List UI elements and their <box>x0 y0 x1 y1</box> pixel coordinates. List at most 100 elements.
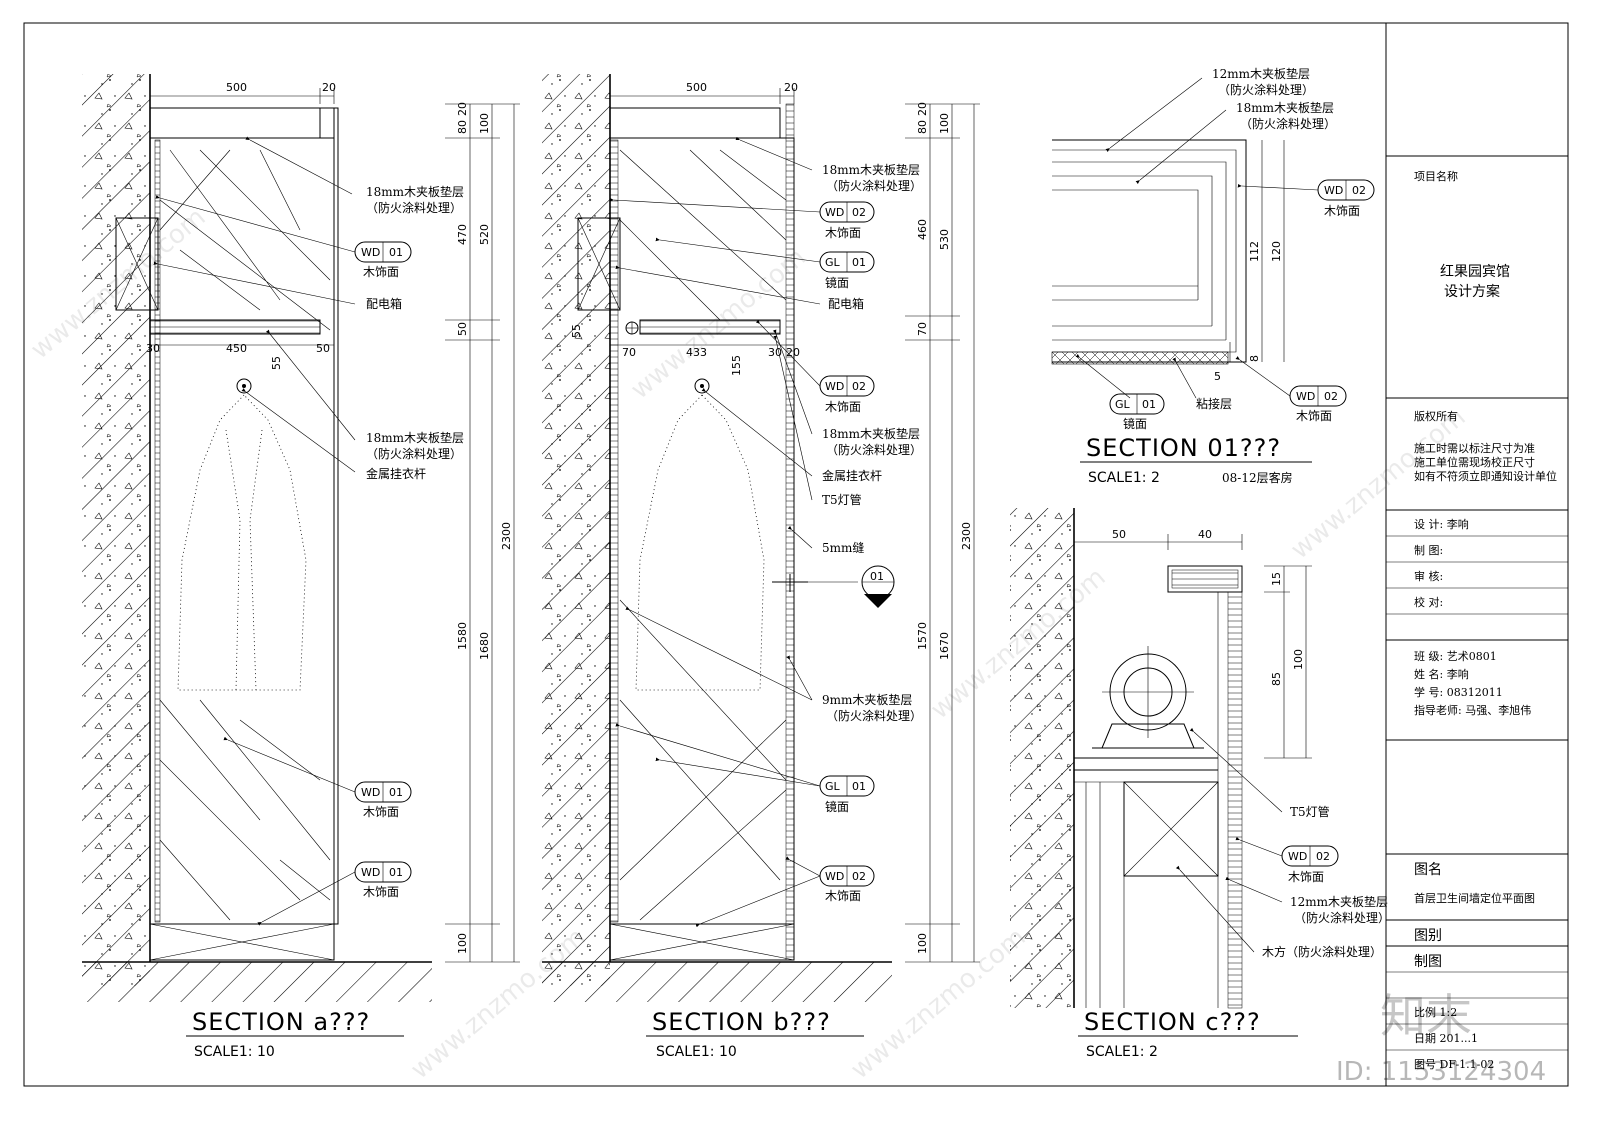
dim-s01-h3: 8 <box>1248 355 1261 362</box>
tag-b-1: WD 02 木饰面 <box>819 201 875 240</box>
tb-copyright: 版权所有 <box>1414 409 1458 423</box>
dim-a-r8: 1580 <box>456 622 469 650</box>
tb-project-label: 项目名称 <box>1414 169 1458 183</box>
svg-text:WD: WD <box>1324 184 1343 197</box>
dim-a-r6: 50 <box>456 322 469 336</box>
svg-text:WD: WD <box>825 870 844 883</box>
tag-s01-1: WD 02 木饰面 <box>1317 179 1375 218</box>
label-c-l2: 12mm木夹板垫层 <box>1290 894 1388 909</box>
section-a-title: SECTION a??? <box>192 1008 370 1036</box>
svg-text:02: 02 <box>1324 390 1338 403</box>
svg-text:01: 01 <box>852 780 866 793</box>
label-b-l5: T5灯管 <box>822 492 862 507</box>
title-block: 项目名称 红果园宾馆 设计方案 版权所有 施工时需以标注尺寸为准 施工单位需现场… <box>1386 155 1568 1071</box>
svg-text:镜面: 镜面 <box>1123 416 1147 431</box>
label-b-l1: 18mm木夹板垫层 <box>822 162 920 177</box>
dim-b-r2: 80 <box>916 120 929 134</box>
svg-text:WD: WD <box>1296 390 1315 403</box>
dim-a-r5: 520 <box>478 224 491 245</box>
tag-s01-3: WD 02 木饰面 <box>1289 385 1347 423</box>
tb-date: 日期 201...1 <box>1414 1032 1478 1045</box>
label-s01-l3: 粘接层 <box>1196 396 1232 411</box>
svg-text:WD: WD <box>825 380 844 393</box>
svg-text:01: 01 <box>1142 398 1156 411</box>
tag-b-4: GL 01 镜面 <box>819 775 875 814</box>
dim-b-r6: 70 <box>916 322 929 336</box>
dim-a-r3: 100 <box>478 113 491 134</box>
section-a-scale: SCALE1: 10 <box>194 1044 275 1060</box>
label-b-l1b: （防火涂料处理） <box>826 178 922 193</box>
tb-student-no: 学 号: 08312011 <box>1414 685 1503 699</box>
tb-drawing-no: 图号 DF-1.1-02 <box>1414 1058 1494 1071</box>
tb-proof: 校 对: <box>1414 595 1443 609</box>
section-c-scale: SCALE1: 2 <box>1086 1044 1158 1060</box>
section-01-scale: SCALE1: 2 <box>1088 470 1160 486</box>
tb-teacher: 指导老师: 马强、李旭伟 <box>1414 703 1531 717</box>
tb-drawing-name: 首层卫生间墙定位平面图 <box>1414 891 1535 905</box>
tag-a-3: WD 01 木饰面 <box>354 861 412 899</box>
svg-text:木饰面: 木饰面 <box>825 400 861 414</box>
svg-text:www.znzmo.com: www.znzmo.com <box>1285 402 1471 565</box>
tag-s01-2: GL 01 镜面 <box>1109 393 1165 431</box>
sheet-border <box>23 22 1569 1087</box>
label-b-l2: 配电箱 <box>828 296 864 311</box>
section-a: 500 20 30 450 50 55 20 80 100 470 520 50… <box>82 74 520 1060</box>
section-b-scale: SCALE1: 10 <box>656 1044 737 1060</box>
section-01: 112 120 8 5 12mm木夹板垫层 （防火涂料处理） 18mm木夹板垫层… <box>1051 66 1375 486</box>
svg-text:01: 01 <box>389 866 403 879</box>
tag-b-2: GL 01 镜面 <box>819 251 875 290</box>
svg-text:GL: GL <box>825 256 841 269</box>
tb-check: 审 核: <box>1414 569 1443 583</box>
dim-b-r5: 530 <box>938 229 951 250</box>
svg-text:www.znzmo.com: www.znzmo.com <box>845 922 1031 1085</box>
svg-text:WD: WD <box>361 786 380 799</box>
tb-class: 班 级: 艺术0801 <box>1414 650 1497 663</box>
coat-a <box>177 394 307 691</box>
tb-note2: 施工单位需现场校正尺寸 <box>1414 455 1535 469</box>
label-a-l4: 金属挂衣杆 <box>366 466 426 481</box>
dim-b-r4: 460 <box>916 219 929 240</box>
dim-b-r9: 1670 <box>938 632 951 660</box>
tb-project-name-1: 红果园宾馆 <box>1440 264 1510 280</box>
label-s01-l1b: （防火涂料处理） <box>1218 82 1314 97</box>
svg-text:木饰面: 木饰面 <box>1296 409 1332 423</box>
label-a-l3b: （防火涂料处理） <box>366 446 462 461</box>
svg-text:木饰面: 木饰面 <box>825 889 861 903</box>
svg-text:www.znzmo.com: www.znzmo.com <box>405 922 591 1085</box>
svg-text:GL: GL <box>1115 398 1131 411</box>
dim-b-r8: 1570 <box>916 622 929 650</box>
svg-text:01: 01 <box>852 256 866 269</box>
label-a-l1: 18mm木夹板垫层 <box>366 184 464 199</box>
rod-a <box>236 378 252 394</box>
dim-c-w2: 40 <box>1198 528 1212 541</box>
watermark-brand: 知末 <box>1380 989 1472 1043</box>
svg-text:02: 02 <box>1352 184 1366 197</box>
watermark-id: ID: 1153124304 <box>1336 1057 1546 1087</box>
svg-text:01: 01 <box>389 786 403 799</box>
section-c: 50 40 15 85 100 T5灯管 WD 02 木饰面 12mm木夹板垫层… <box>1010 508 1390 1060</box>
svg-text:GL: GL <box>825 780 841 793</box>
dim-b-shelf-w: 433 <box>686 346 707 359</box>
dim-a-rod-h: 55 <box>270 356 283 370</box>
section-marker-01: 01 <box>870 570 884 583</box>
svg-text:02: 02 <box>852 870 866 883</box>
svg-text:镜面: 镜面 <box>825 799 849 814</box>
dim-b-shelf-r1: 30 <box>768 346 782 359</box>
label-s01-l1: 12mm木夹板垫层 <box>1212 66 1310 81</box>
dim-a-r4: 470 <box>456 224 469 245</box>
svg-text:木饰面: 木饰面 <box>1288 870 1324 884</box>
dim-c-h1: 15 <box>1270 572 1283 586</box>
dim-b-left-h: 55 <box>570 324 583 338</box>
svg-text:02: 02 <box>852 380 866 393</box>
dim-b-r10: 100 <box>916 933 929 954</box>
dim-a-shelf-w: 450 <box>226 342 247 355</box>
svg-text:02: 02 <box>1316 850 1330 863</box>
tag-c-1: WD 02 木饰面 <box>1281 845 1339 884</box>
dim-b-rod-h: 155 <box>730 355 743 376</box>
svg-text:WD: WD <box>361 246 380 259</box>
tb-draw: 制 图: <box>1414 544 1443 557</box>
dim-a-r2: 80 <box>456 120 469 134</box>
dim-a-top-w: 500 <box>226 81 247 94</box>
dim-s01-h2: 120 <box>1270 241 1283 262</box>
